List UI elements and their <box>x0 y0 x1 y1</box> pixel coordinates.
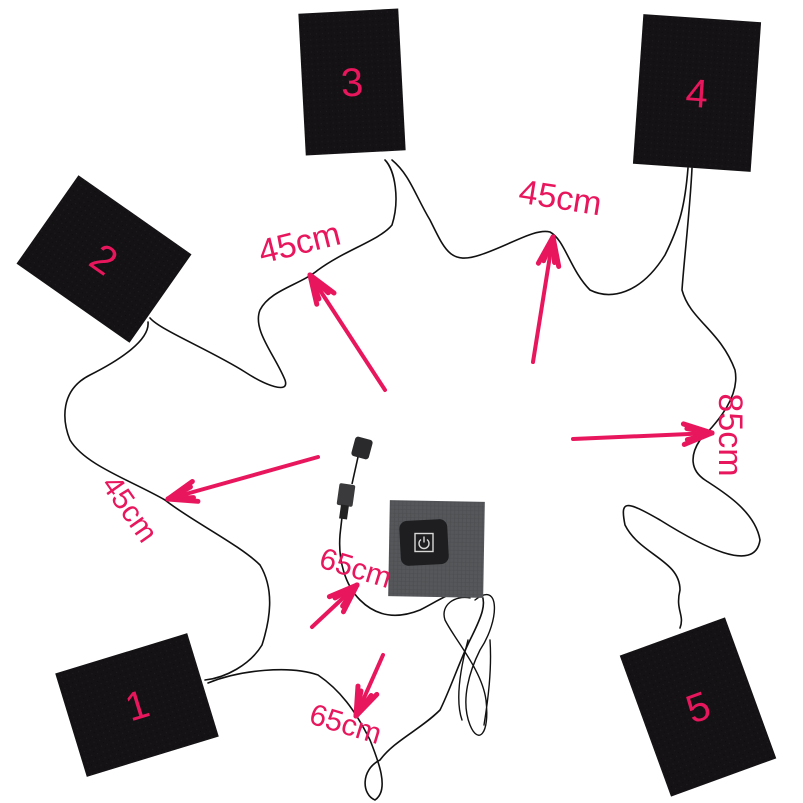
wire-pad2-down <box>64 321 271 681</box>
wire-pad3-to-pad4 <box>391 159 689 296</box>
length-label-pad2-pad3: 45cm <box>255 215 345 272</box>
length-arrows <box>165 234 715 719</box>
heating-pad-2: 2 <box>16 175 192 343</box>
usb-connector <box>336 436 373 520</box>
usb-tether <box>351 456 359 485</box>
wire-pad1-to-controller <box>207 489 485 801</box>
wire-pad2-to-pad3 <box>149 159 397 389</box>
arrow-pad1-65 <box>353 653 385 719</box>
pad-number: 3 <box>340 60 365 105</box>
pad-body <box>16 175 192 343</box>
arrow-pad3-pad4 <box>531 234 562 364</box>
arrow-pad2-pad3 <box>307 272 387 392</box>
pad-body <box>619 617 777 797</box>
wire-coil <box>443 593 496 736</box>
length-label-controller-pad1: 65cm <box>306 698 386 751</box>
usb-strain-relief <box>339 504 349 520</box>
pad-body <box>632 14 762 172</box>
usb-cap <box>351 436 373 460</box>
arrow-to-pad2-wire <box>165 455 320 504</box>
length-label-controller-pad2: 45cm <box>95 470 164 549</box>
power-controller <box>388 500 485 598</box>
heating-pads: 1 2 3 4 5 <box>16 8 777 797</box>
pad-body <box>298 8 406 156</box>
pad-number: 4 <box>684 71 709 116</box>
length-label-pad3-pad4: 45cm <box>516 173 604 224</box>
pad-body <box>55 633 219 777</box>
wire-layer <box>64 159 761 801</box>
length-label-pad4-pad5: 85cm <box>711 393 749 476</box>
heating-pad-1: 1 <box>55 633 219 777</box>
wire-pad4-to-pad5 <box>622 167 761 629</box>
heating-pad-3: 3 <box>298 8 406 156</box>
heating-pad-5: 5 <box>619 617 777 797</box>
usb-plug <box>336 483 356 507</box>
heating-pad-4: 4 <box>632 14 762 172</box>
power-icon <box>414 532 434 553</box>
arrow-pad4-pad5 <box>571 421 715 447</box>
arrow-controller-65 <box>310 582 360 629</box>
